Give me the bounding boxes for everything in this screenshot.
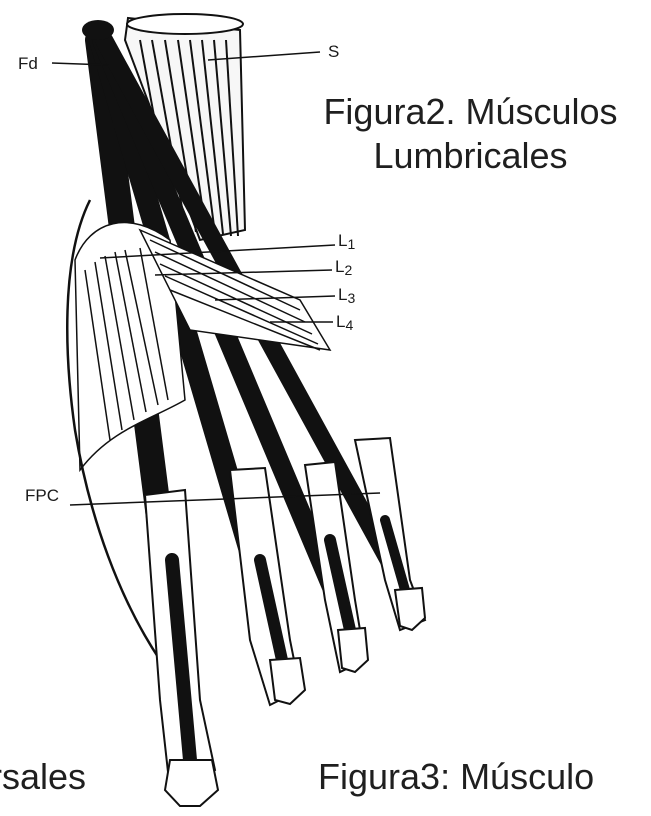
bottom-left-caption: rsales bbox=[0, 755, 86, 799]
figure3-caption: Figura3: Músculo bbox=[318, 755, 594, 799]
figure2-caption-line2: Lumbricales bbox=[290, 134, 651, 178]
lumbrical-muscles bbox=[75, 223, 330, 470]
figure2-caption-line1: Figura2. Músculos bbox=[290, 90, 651, 134]
label-l4: L4 bbox=[336, 313, 353, 334]
label-fpc: FPC bbox=[25, 487, 59, 505]
label-l2: L2 bbox=[335, 258, 352, 279]
label-s: S bbox=[328, 43, 339, 61]
figure2-caption: Figura2. Músculos Lumbricales bbox=[290, 90, 651, 178]
label-l3: L3 bbox=[338, 286, 355, 307]
label-fd: Fd bbox=[18, 55, 38, 73]
label-l1: L1 bbox=[338, 232, 355, 253]
